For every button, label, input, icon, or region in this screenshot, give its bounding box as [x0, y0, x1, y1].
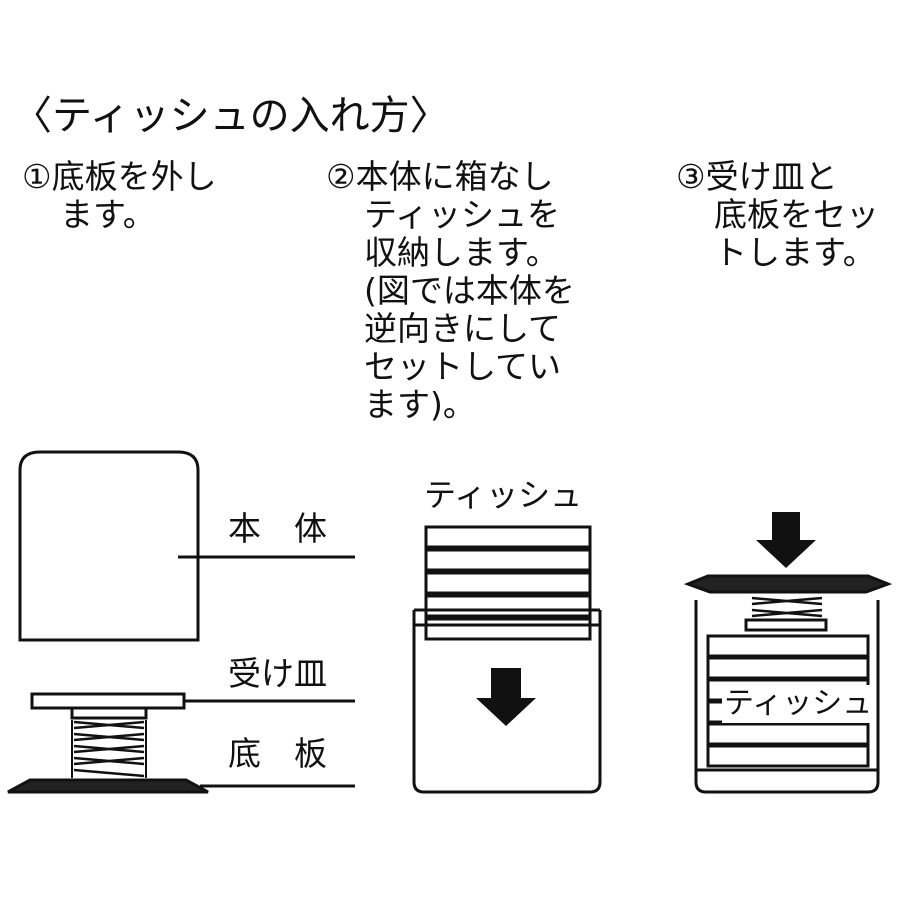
step-1-number: ①: [22, 157, 52, 196]
tray-plate-3: [744, 618, 828, 632]
step-2-line-7: ます)。: [364, 385, 476, 424]
step-2-line-1: 本体に箱なし: [355, 157, 554, 196]
diagram-2: [412, 525, 602, 794]
tissue-sheet-3-2: [706, 656, 870, 680]
step-1-line-2: ます。: [60, 195, 156, 234]
step-2-line-2: ティッシュを: [364, 195, 561, 234]
tissue-sheet-2: [424, 548, 592, 572]
down-arrow-icon: [476, 668, 536, 726]
step-2-text: ②本体に箱なし ティッシュを 収納します。 (図では本体を 逆向きにして セット…: [326, 158, 575, 424]
step-3-text: ③受け皿と 底板をセッ トします。: [676, 158, 879, 272]
tissue-sheet-5: [424, 617, 592, 641]
step-2-line-3: 収納します。: [364, 233, 559, 272]
step-2-line-5: 逆向きにして: [364, 309, 562, 348]
label-body: 本 体: [228, 509, 327, 548]
spring-coil-3: [751, 596, 823, 618]
tissue-sheet-3-1: [706, 634, 870, 658]
down-arrow-icon-3: [756, 512, 816, 568]
step-1-text: ①底板を外し ます。: [22, 158, 217, 234]
step-2-line-4: (図では本体を: [364, 271, 575, 310]
tissue-sheet-1: [424, 525, 592, 549]
step-3-line-1: 受け皿と: [705, 157, 838, 196]
step-3-line-3: トします。: [714, 233, 876, 272]
spring-coil: [73, 720, 145, 778]
step-3-number: ③: [676, 157, 706, 196]
tissue-sheet-3: [424, 571, 592, 595]
tissue-sheet-4: [424, 594, 592, 618]
label-tray: 受け皿: [228, 654, 327, 693]
diagram-1: [7, 450, 355, 794]
tissue-sheet-3-6: [706, 744, 870, 768]
tray-plate: [30, 692, 186, 710]
holder-body: [18, 450, 200, 642]
page-title: 〈ティッシュの入れ方〉: [12, 93, 450, 139]
step-3-line-2: 底板をセッ: [714, 195, 879, 234]
tissue-sheet-3-5: [706, 722, 870, 746]
spring-cap: [70, 706, 148, 720]
base-plate-top: [683, 574, 893, 594]
diagram-3: [683, 512, 893, 794]
label-tissue-step3: ティッシュ: [722, 685, 875, 723]
base-plate: [7, 778, 209, 794]
step-1-line-1: 底板を外し: [51, 157, 217, 196]
step-2-number: ②: [326, 157, 356, 196]
step-2-line-6: セットしてい: [364, 347, 562, 386]
label-tissue-step2: ティッシュ: [424, 476, 583, 514]
label-base: 底 板: [228, 734, 327, 773]
